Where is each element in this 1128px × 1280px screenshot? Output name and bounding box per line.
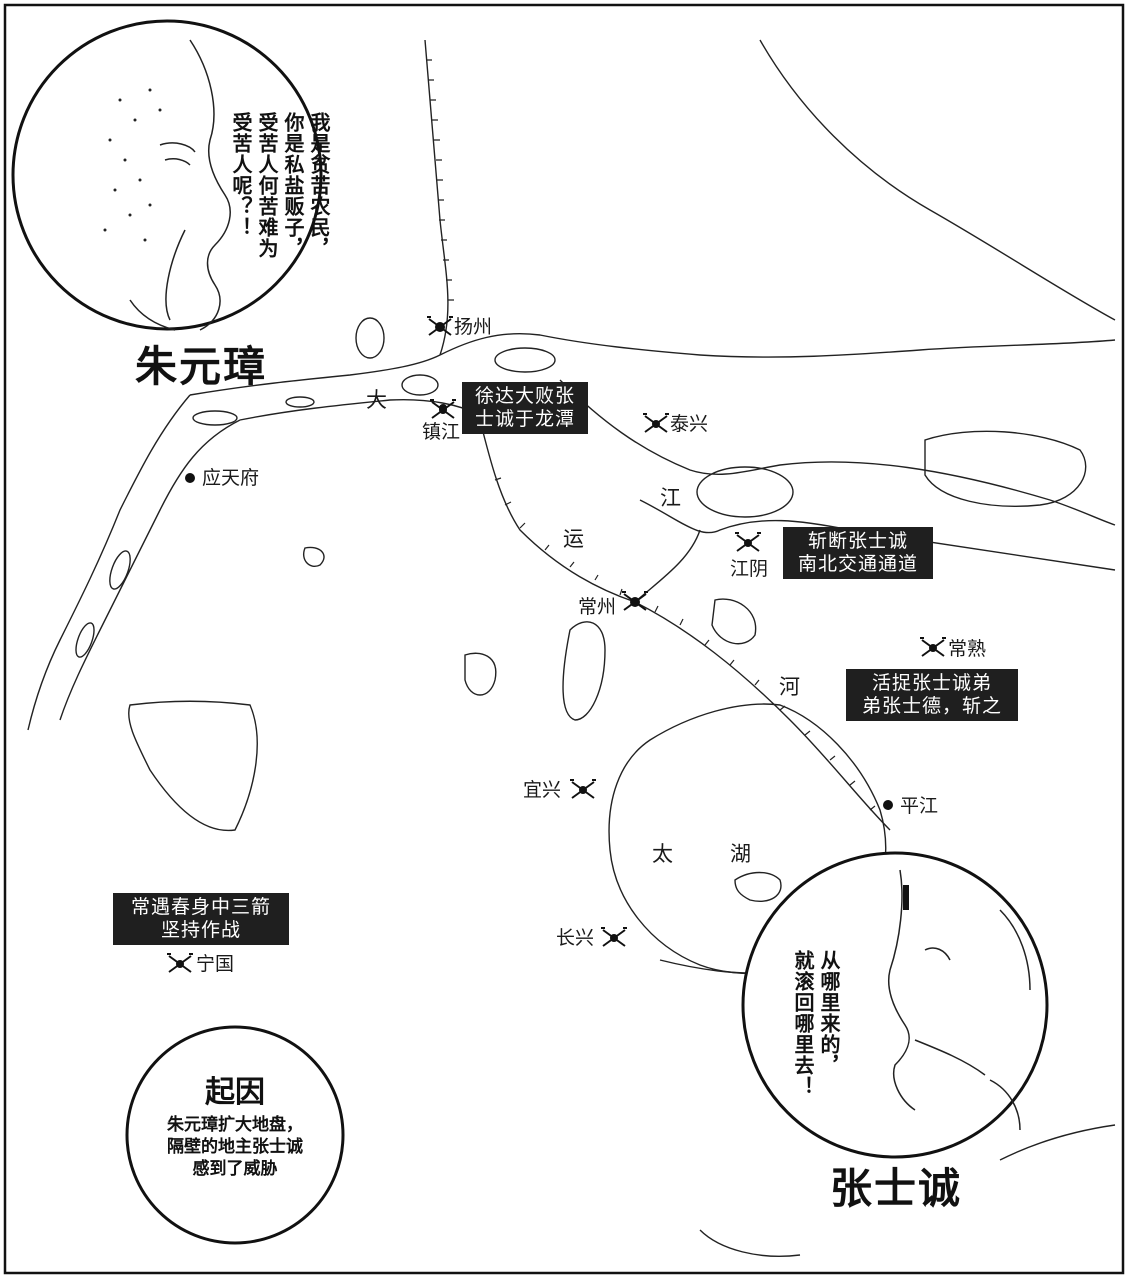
battle-marker-dots	[176, 323, 937, 968]
zhang-name: 张士诚	[830, 1164, 963, 1213]
city-label-changxing: 长兴	[556, 927, 595, 949]
zhang-eyebrow-mark	[903, 885, 909, 910]
zhu-portrait-circle	[11, 19, 323, 331]
zhu-face-sketch	[129, 39, 231, 331]
river-label-jiang: 江	[660, 486, 681, 510]
city-label-zhenjiang: 镇江	[422, 421, 461, 443]
outer-border	[3, 3, 1125, 1275]
city-dot-pingjiang	[883, 800, 893, 810]
city-label-yangzhou: 扬州	[454, 316, 493, 338]
cause-title: 起因	[205, 1075, 265, 1110]
zhang-face-sketch	[888, 869, 1031, 1131]
cause-body: 朱元璋扩大地盘， 隔壁的地主张士诚 感到了威胁	[167, 1115, 303, 1179]
zhu-face-dots	[103, 88, 162, 242]
annotation-changshu-capture: 活捉张士诚弟 弟张士德，斩之	[846, 669, 1018, 721]
annotation-jiangyin-cut: 斩断张士诚 南北交通通道	[783, 527, 933, 579]
canal-label-yun: 运	[563, 527, 584, 551]
cause-circle	[125, 1025, 345, 1245]
zhu-quote: 我是贫苦农民， 你是私盐贩子， 受苦人何苦难为 受苦人呢？！	[229, 112, 331, 259]
city-label-ningguo: 宁国	[196, 953, 235, 975]
annotation-longtan: 徐达大败张 士诚于龙潭	[462, 382, 588, 434]
lake-label-hu: 湖	[730, 842, 751, 866]
zhang-quote: 从哪里来的， 就滚回哪里去！	[791, 950, 841, 1097]
city-dot-yingtianfu	[185, 473, 195, 483]
city-label-changzhou: 常州	[578, 596, 617, 618]
lake-label-tai: 太	[652, 842, 673, 866]
city-label-changshu: 常熟	[948, 638, 987, 660]
city-label-jiangyin: 江阴	[730, 558, 769, 580]
city-label-yingtianfu: 应天府	[202, 467, 260, 489]
crossed-swords-icon	[622, 591, 648, 611]
city-label-pingjiang: 平江	[900, 795, 939, 817]
city-label-yixing: 宜兴	[523, 779, 562, 801]
canal-label-he: 河	[779, 675, 800, 699]
annotation-ningguo-arrows: 常遇春身中三箭 坚持作战	[113, 893, 289, 945]
zhu-name: 朱元璋	[135, 342, 268, 391]
zhang-portrait-circle	[741, 851, 1049, 1159]
river-label-da: 大	[366, 388, 387, 412]
city-label-taixing: 泰兴	[670, 413, 709, 435]
